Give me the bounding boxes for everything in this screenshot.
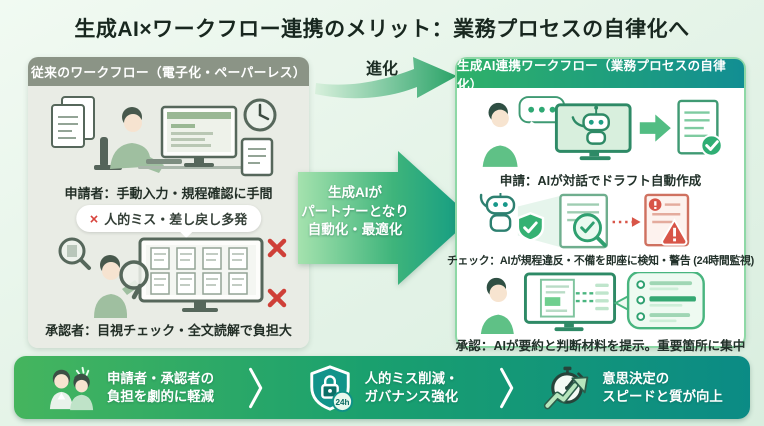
arrow-text-line1: 生成AIが	[328, 185, 382, 200]
benefit-workload-line2: 負担を劇的に軽減	[106, 388, 215, 404]
human-error-label: 人的ミス・差し戻し多発	[104, 212, 248, 227]
ai-panel-title: 生成AI連携ワークフロー（業務プロセスの自律化）	[457, 58, 726, 92]
ai-draft-illustration	[482, 96, 723, 167]
ai-panel-header: 生成AI連携ワークフロー（業務プロセスの自律化）	[457, 59, 744, 92]
transformation-arrow-icon	[298, 151, 472, 285]
benefit-workload: 申請者・承認者の 負担を劇的に軽減	[14, 356, 248, 419]
highlight-block	[544, 297, 560, 306]
benefit-governance-line1: 人的ミス削減・	[364, 370, 459, 386]
magnifier-icon	[119, 260, 149, 290]
arrow-text-line2: パートナーとなり	[301, 203, 409, 219]
arrow-text-line3: 自動化・最適化	[307, 222, 403, 238]
ai-panel-body: 申請：AIが対話でドラフト自動作成	[447, 88, 754, 353]
cross-icon: ×	[89, 212, 99, 228]
benefit-speed-text: 意思決定の スピードと質が向上	[602, 370, 723, 405]
ai-step-draft: 申請：AIが対話でドラフト自動作成	[473, 93, 729, 189]
chevron-right-icon	[249, 367, 263, 408]
ai-step-check: チェック：AIが規程違反・不備を即座に検知・警告 (24時間監視)	[447, 189, 754, 268]
robot-icon	[485, 195, 515, 215]
benefit-speed-line1: 意思決定の	[602, 370, 670, 386]
benefit-governance-line2: ガバナンス強化	[364, 388, 459, 404]
approver-review-illustration	[58, 237, 287, 318]
legacy-workflow-panel: 従来のワークフロー（電子化・ペーパーレス）	[28, 57, 309, 348]
ai-draft-caption: 申請：AIが対話でドラフト自動作成	[499, 174, 702, 188]
legacy-panel-body: 申請者：手動入力・規程確認に手間 × 人的ミス・差し戻し多発	[28, 86, 309, 348]
reject-cross-icon	[267, 238, 287, 308]
check-icon	[699, 134, 723, 157]
approver-caption: 承認者：目視チェック・全文読解で負担大	[45, 323, 292, 338]
ai-step-approve: 承認：AIが要約と判断材料を提示。重要箇所に集中	[455, 268, 746, 354]
page-title: 生成AI×ワークフロー連携のメリット：業務プロセスの自律化へ	[74, 18, 690, 41]
evolution-arrow-icon	[315, 57, 457, 99]
legacy-panel-header: 従来のワークフロー（電子化・ペーパーレス）	[28, 57, 309, 86]
benefit-speed-line2: スピードと質が向上	[602, 388, 723, 404]
ai-approve-illustration	[480, 272, 705, 334]
ai-check-caption: チェック：AIが規程違反・不備を即座に検知・警告 (24時間監視)	[446, 255, 755, 267]
ai-approve-caption: 承認：AIが要約と判断材料を提示。重要箇所に集中	[455, 339, 746, 353]
shield-lock-icon: 24h	[309, 364, 353, 412]
benefit-workload-line1: 申請者・承認者の	[106, 370, 215, 386]
badge-24h	[331, 390, 353, 412]
ai-check-illustration	[479, 193, 689, 249]
benefit-governance-text: 人的ミス削減・ ガバナンス強化	[365, 370, 459, 405]
applicant-desk-illustration	[51, 96, 277, 177]
transformation-arrow-text: 生成AIが パートナーとなり 自動化・最適化	[294, 184, 416, 240]
applicant-caption: 申請者：手動入力・規程確認に手間	[64, 186, 273, 201]
benefits-banner: 申請者・承認者の 負担を劇的に軽減 24h 人的ミス削減・ ガバナンス強化	[14, 356, 750, 419]
evolution-label: 進化	[365, 61, 398, 78]
legacy-panel-title: 従来のワークフロー（電子化・ペーパーレス）	[31, 65, 306, 80]
shield-check-icon	[516, 212, 544, 242]
svg-text:24h: 24h	[335, 397, 349, 406]
robot-icon	[581, 113, 610, 132]
benefit-governance: 24h 人的ミス削減・ ガバナンス強化	[265, 356, 499, 419]
human-error-pill: × 人的ミス・差し戻し多発	[75, 205, 262, 238]
people-icon	[49, 366, 94, 410]
benefit-workload-text: 申請者・承認者の 負担を劇的に軽減	[107, 370, 214, 405]
benefit-speed: 意思決定の スピードと質が向上	[516, 356, 750, 419]
ai-workflow-panel: 生成AI連携ワークフロー（業務プロセスの自律化）	[447, 57, 754, 353]
stopwatch-growth-icon	[544, 366, 589, 409]
flow-arrow-icon	[639, 114, 671, 142]
chevron-right-icon	[500, 367, 514, 408]
